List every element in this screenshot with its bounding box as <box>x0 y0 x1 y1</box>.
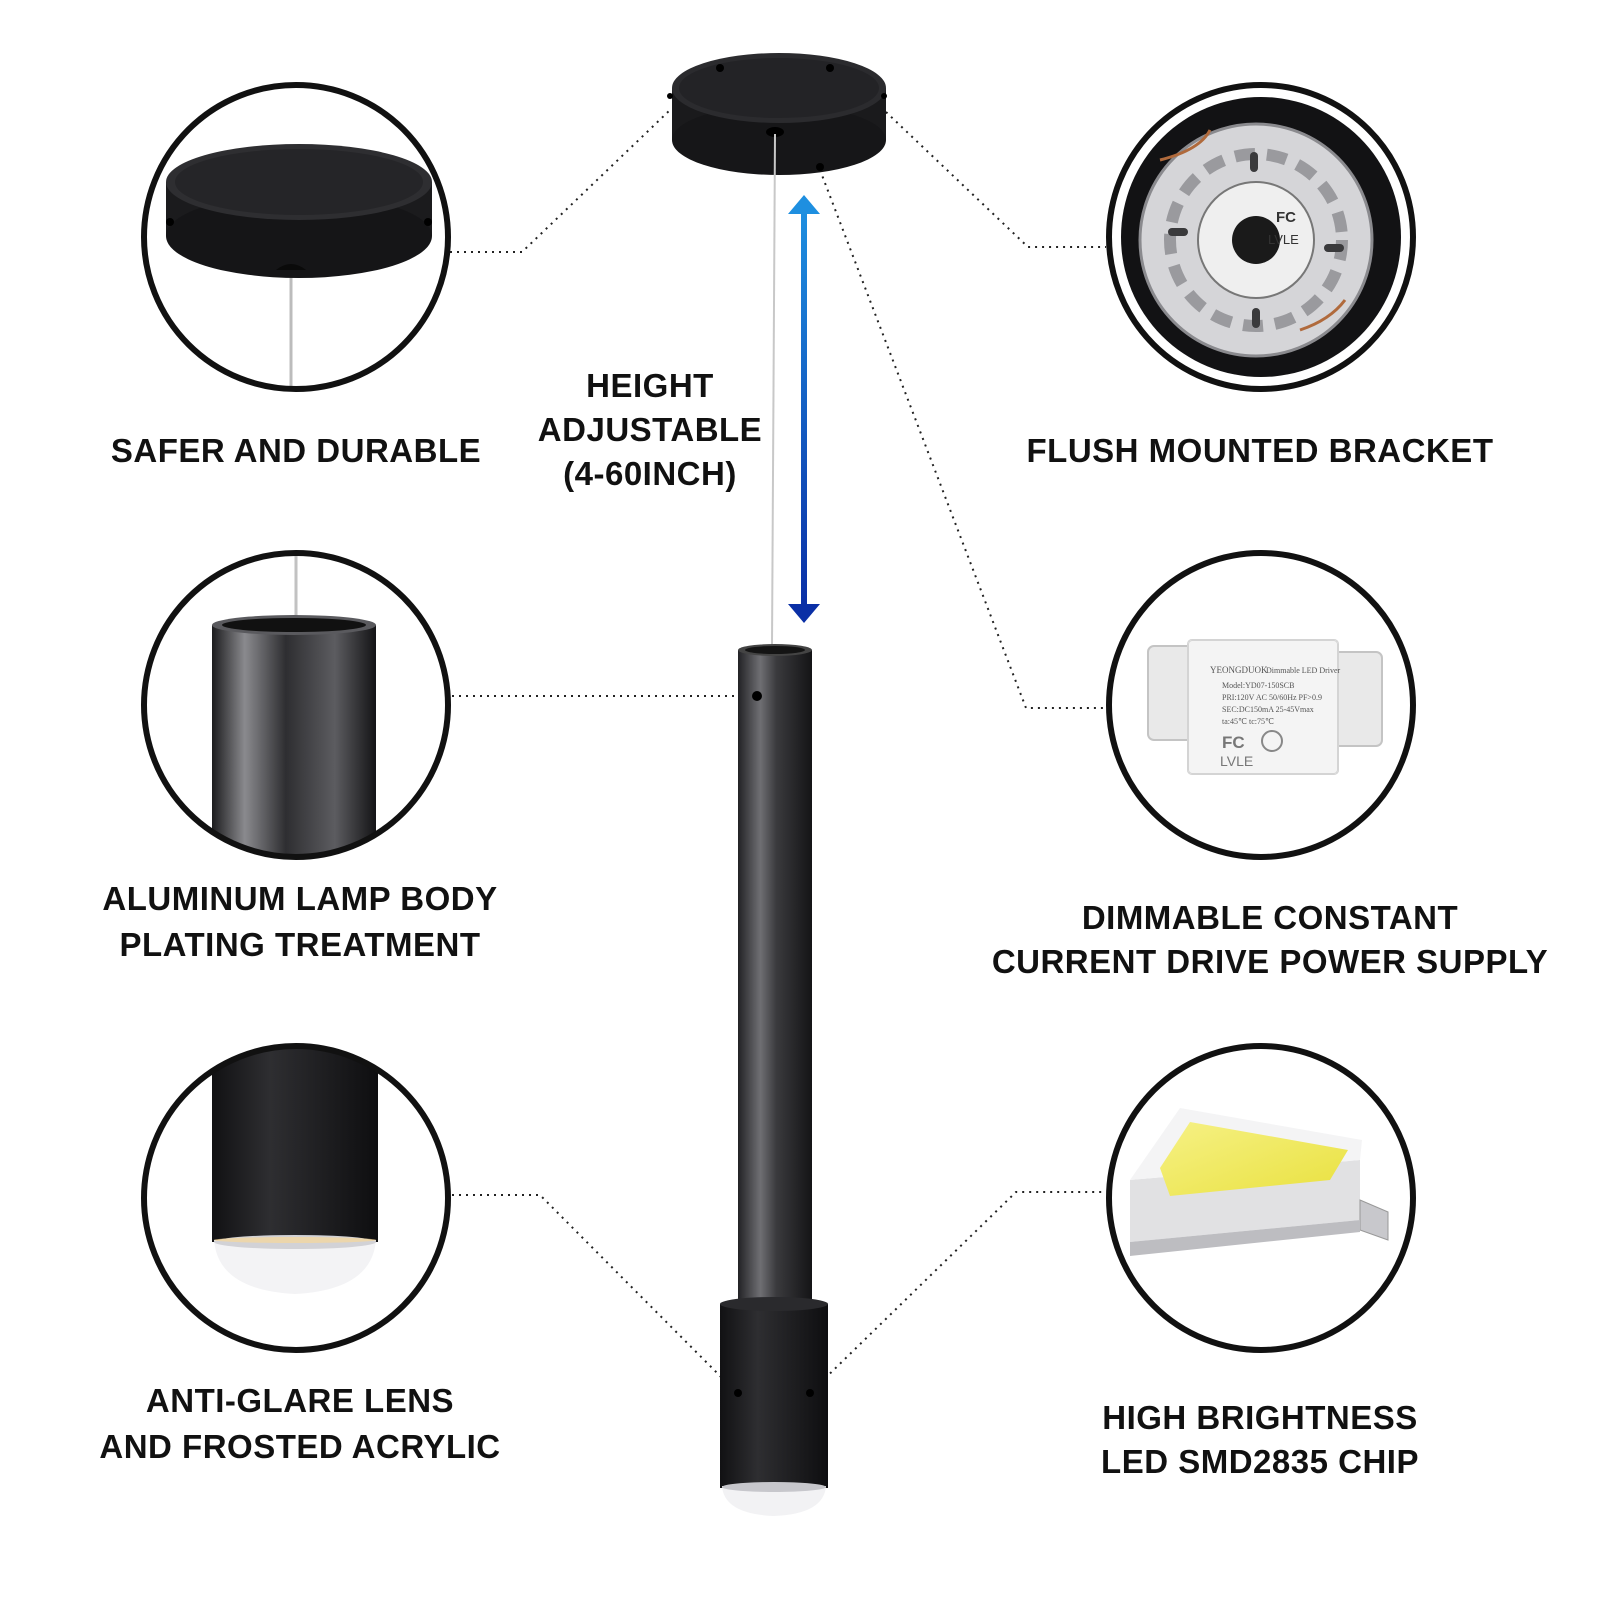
label-line: SAFER AND DURABLE <box>110 432 482 469</box>
driver-closeup-image: YEONGDUOK Dimmable LED Driver Model:YD07… <box>1106 550 1416 860</box>
feature-label-dimmable-power-supply: DIMMABLE CONSTANT CURRENT DRIVE POWER SU… <box>980 896 1560 984</box>
ceiling-canopy <box>667 53 887 175</box>
label-line: DIMMABLE CONSTANT <box>1081 899 1459 936</box>
label-line: ADJUSTABLE <box>537 411 763 448</box>
label-line: (4-60INCH) <box>563 455 737 492</box>
bracket-lvle-mark: LVLE <box>1268 232 1299 247</box>
driver-temp-text: ta:45℃ tc:75℃ <box>1222 717 1274 726</box>
feature-label-safer-and-durable: SAFER AND DURABLE <box>96 428 496 474</box>
driver-title-text: Dimmable LED Driver <box>1266 666 1341 675</box>
height-arrow-icon <box>788 195 820 623</box>
label-line: ANTI-GLARE LENS <box>145 1382 455 1419</box>
label-line: LED SMD2835 CHIP <box>1101 1443 1419 1480</box>
certification-mark-icon <box>1261 730 1283 752</box>
bracket-closeup-image: FC LVLE <box>1106 82 1416 392</box>
label-line: CURRENT DRIVE POWER SUPPLY <box>991 943 1549 980</box>
driver-model-text: Model:YD07-150SCB <box>1222 681 1294 690</box>
lens-closeup-image <box>141 1043 451 1353</box>
driver-fc-mark: FC <box>1222 733 1245 752</box>
canopy-closeup-image <box>141 82 451 392</box>
label-line: HEIGHT <box>586 367 714 404</box>
pendant-lamp <box>720 644 828 1516</box>
label-line: FLUSH MOUNTED BRACKET <box>1026 432 1494 469</box>
feature-label-aluminum-lamp-body: ALUMINUM LAMP BODY PLATING TREATMENT <box>80 876 520 968</box>
feature-label-high-brightness-led: HIGH BRIGHTNESS LED SMD2835 CHIP <box>1060 1396 1460 1484</box>
suspension-cable <box>771 133 776 646</box>
led-chip-closeup-image <box>1106 1043 1416 1353</box>
lamp-body-closeup-image <box>141 550 451 860</box>
driver-lvle-mark: LVLE <box>1220 753 1253 769</box>
label-line: ALUMINUM LAMP BODY <box>102 880 498 917</box>
driver-sec-text: SEC:DC150mA 25-45Vmax <box>1222 705 1314 714</box>
label-line: AND FROSTED ACRYLIC <box>99 1428 501 1465</box>
driver-pri-text: PRI:120V AC 50/60Hz PF>0.9 <box>1222 693 1322 702</box>
label-line: PLATING TREATMENT <box>119 926 481 963</box>
feature-label-height-adjustable: HEIGHT ADJUSTABLE (4-60INCH) <box>520 364 780 496</box>
feature-label-flush-mounted-bracket: FLUSH MOUNTED BRACKET <box>1000 428 1520 474</box>
label-line: HIGH BRIGHTNESS <box>1102 1399 1418 1436</box>
bracket-fc-mark: FC <box>1276 209 1296 226</box>
feature-label-anti-glare-lens: ANTI-GLARE LENS AND FROSTED ACRYLIC <box>80 1378 520 1470</box>
driver-brand-text: YEONGDUOK <box>1210 665 1268 675</box>
callout-lines <box>450 109 1106 1394</box>
